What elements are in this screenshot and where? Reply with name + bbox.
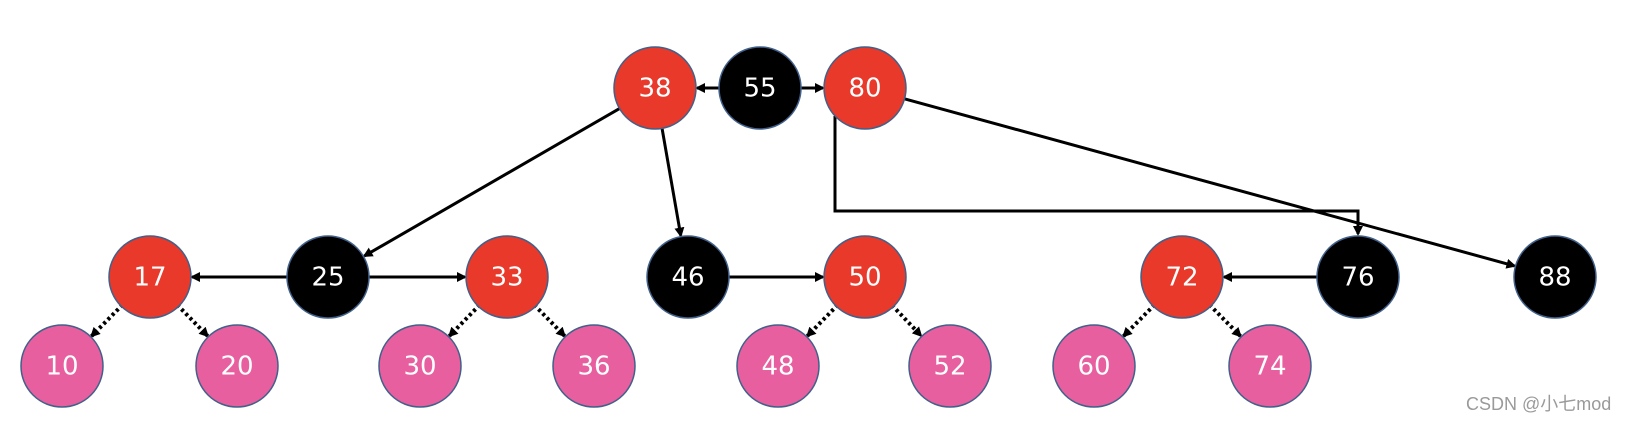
node-52: 52 <box>908 324 992 408</box>
node-label-52: 52 <box>933 352 966 382</box>
edges-layer <box>90 83 1517 338</box>
edge-80-to-76 <box>833 116 1363 236</box>
edge-80-to-88 <box>902 96 1517 269</box>
node-circle-25 <box>286 235 370 319</box>
node-label-88: 88 <box>1538 263 1571 293</box>
nodes-layer: 38 55 80 17 25 33 46 50 72 76 88 10 20 30 36 48 52 60 74 <box>20 46 1597 408</box>
node-20: 20 <box>195 324 279 408</box>
node-label-60: 60 <box>1077 352 1110 382</box>
edge-50-to-52 <box>890 303 923 338</box>
node-label-20: 20 <box>220 352 253 382</box>
node-label-17: 17 <box>133 263 166 293</box>
node-55: 55 <box>718 46 802 130</box>
node-label-72: 72 <box>1165 263 1198 293</box>
node-circle-80 <box>823 46 907 130</box>
edge-33-to-30 <box>447 303 482 338</box>
edge-38-to-25 <box>362 106 622 258</box>
node-17: 17 <box>108 235 192 319</box>
node-circle-17 <box>108 235 192 319</box>
node-76: 76 <box>1316 235 1400 319</box>
node-88: 88 <box>1513 235 1597 319</box>
node-label-76: 76 <box>1341 263 1374 293</box>
node-48: 48 <box>736 324 820 408</box>
node-circle-10 <box>20 324 104 408</box>
node-label-50: 50 <box>848 263 881 293</box>
node-label-30: 30 <box>403 352 436 382</box>
node-circle-50 <box>823 235 907 319</box>
edge-17-to-20 <box>175 303 210 338</box>
node-74: 74 <box>1228 324 1312 408</box>
node-50: 50 <box>823 235 907 319</box>
node-label-33: 33 <box>490 263 523 293</box>
edge-50-to-48 <box>805 303 840 338</box>
node-80: 80 <box>823 46 907 130</box>
node-label-10: 10 <box>45 352 78 382</box>
node-label-80: 80 <box>848 74 881 104</box>
edge-33-to-36 <box>532 303 567 338</box>
node-25: 25 <box>286 235 370 319</box>
node-circle-60 <box>1052 324 1136 408</box>
node-label-74: 74 <box>1253 352 1286 382</box>
node-circle-52 <box>908 324 992 408</box>
node-circle-74 <box>1228 324 1312 408</box>
node-38: 38 <box>613 46 697 130</box>
node-circle-48 <box>736 324 820 408</box>
node-46: 46 <box>646 235 730 319</box>
node-circle-30 <box>378 324 462 408</box>
node-30: 30 <box>378 324 462 408</box>
node-circle-20 <box>195 324 279 408</box>
node-circle-72 <box>1140 235 1224 319</box>
node-circle-76 <box>1316 235 1400 319</box>
node-label-46: 46 <box>671 263 704 293</box>
node-circle-88 <box>1513 235 1597 319</box>
node-72: 72 <box>1140 235 1224 319</box>
node-circle-55 <box>718 46 802 130</box>
node-circle-36 <box>552 324 636 408</box>
node-circle-46 <box>646 235 730 319</box>
edge-72-to-74 <box>1207 303 1242 338</box>
node-33: 33 <box>465 235 549 319</box>
node-10: 10 <box>20 324 104 408</box>
node-circle-33 <box>465 235 549 319</box>
node-label-38: 38 <box>638 74 671 104</box>
node-label-48: 48 <box>761 352 794 382</box>
node-label-36: 36 <box>577 352 610 382</box>
edge-38-to-46 <box>660 126 685 238</box>
node-60: 60 <box>1052 324 1136 408</box>
watermark: CSDN @小七mod <box>1466 394 1612 414</box>
node-label-25: 25 <box>311 263 344 293</box>
edge-17-to-10 <box>90 303 125 338</box>
node-circle-38 <box>613 46 697 130</box>
node-label-55: 55 <box>743 74 776 104</box>
node-36: 36 <box>552 324 636 408</box>
edge-72-to-60 <box>1122 303 1157 338</box>
